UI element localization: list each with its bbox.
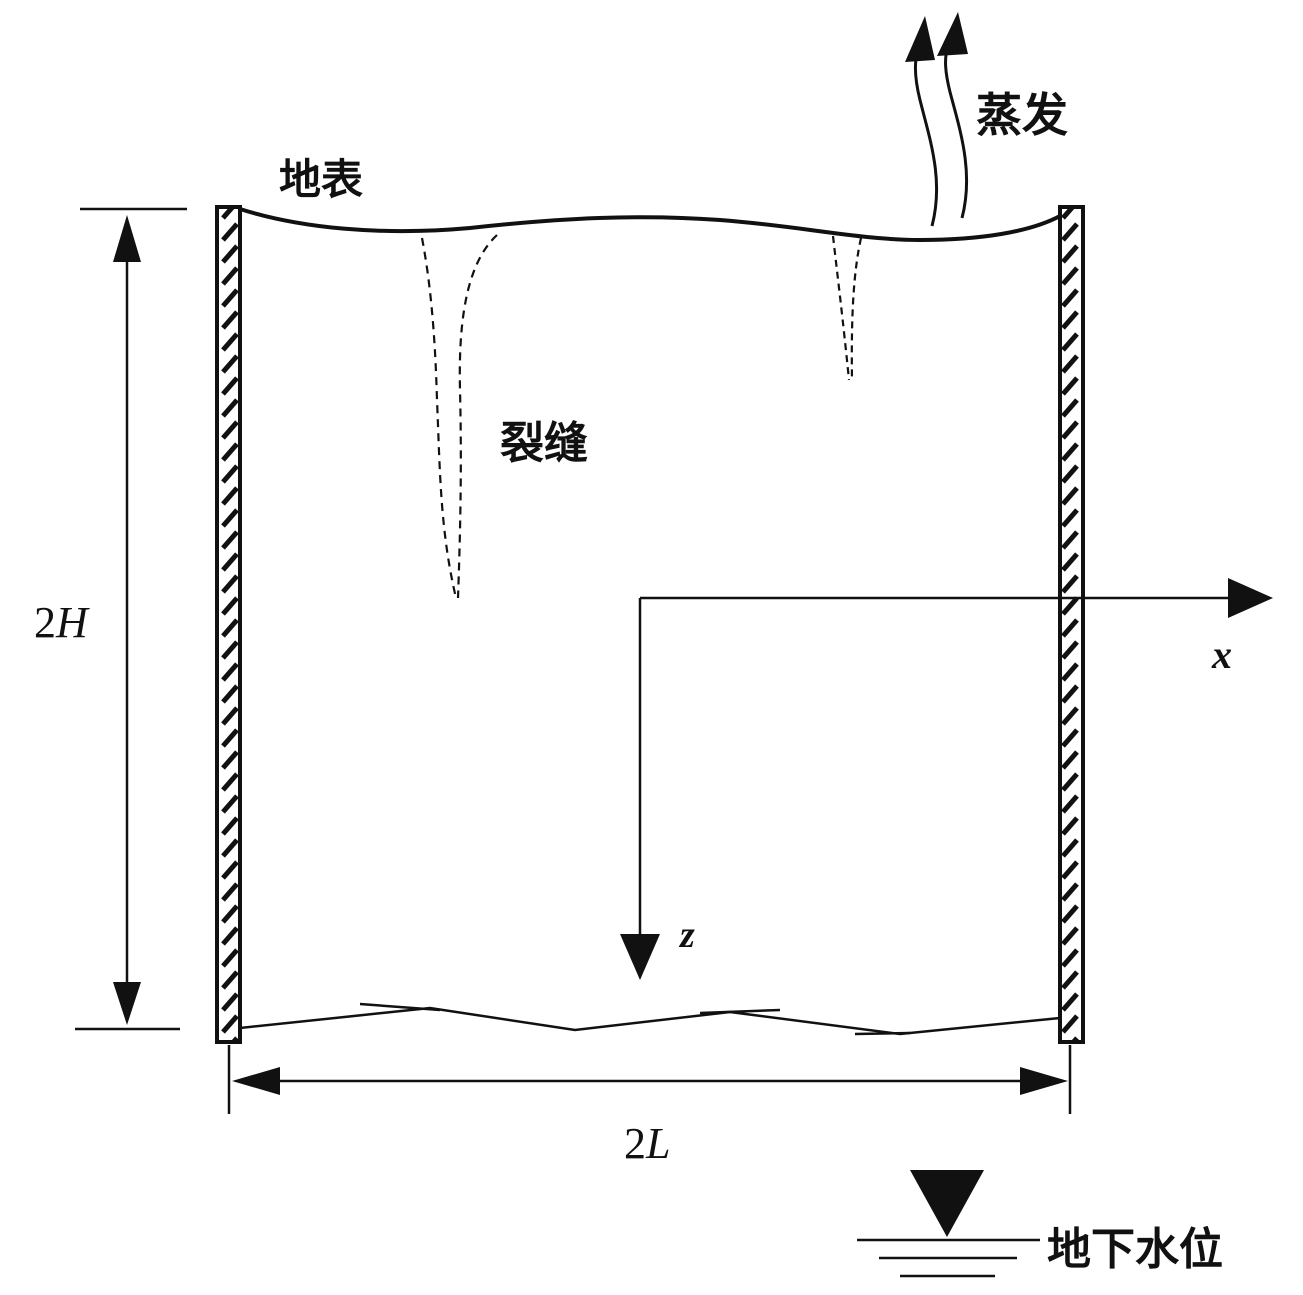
x-axis-label: x <box>1211 632 1232 677</box>
ground-surface-label: 地表 <box>279 155 363 204</box>
width-dimension-label: 2L <box>624 1119 670 1168</box>
crack-left <box>420 234 498 599</box>
evaporation-arrows-icon <box>905 12 969 227</box>
left-wall <box>215 205 242 1044</box>
groundwater-table-icon <box>857 1170 1040 1278</box>
coordinate-axes <box>620 578 1273 980</box>
height-dimension <box>75 207 187 1031</box>
evaporation-label: 蒸发 <box>976 88 1068 142</box>
z-axis-label: z <box>678 914 695 956</box>
bottom-break-line <box>239 1002 1061 1036</box>
height-dimension-label: 2H <box>34 598 90 647</box>
right-wall <box>1058 205 1085 1044</box>
width-dimension <box>227 1045 1072 1114</box>
crack-right <box>831 235 863 381</box>
crack-label: 裂缝 <box>500 418 588 469</box>
ground-surface-line <box>239 207 1061 243</box>
groundwater-table-label: 地下水位 <box>1047 1224 1223 1275</box>
